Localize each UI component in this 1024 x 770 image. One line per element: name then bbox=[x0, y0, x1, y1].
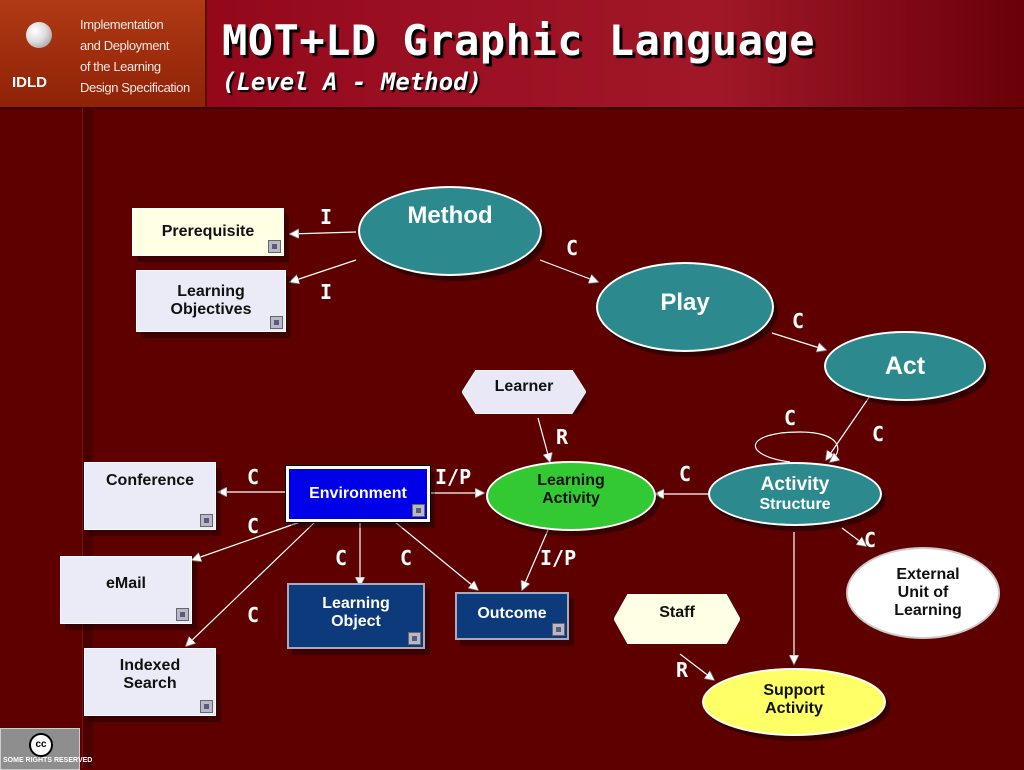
link-label-c: C bbox=[247, 465, 260, 489]
indexed-search-label: Search bbox=[123, 675, 177, 692]
play-node[interactable]: Play bbox=[596, 262, 774, 352]
header-bar: IDLD Implementation and Deployment of th… bbox=[0, 0, 1024, 109]
link-label-ip: I/P bbox=[435, 465, 472, 489]
link-label-r: R bbox=[556, 425, 569, 449]
prerequisite-resource-icon bbox=[268, 240, 281, 253]
staff-label: Staff bbox=[659, 604, 695, 621]
external-unit-label: External bbox=[896, 566, 960, 583]
external-unit-node[interactable]: External Unit of Learning bbox=[846, 547, 1000, 639]
support-activity-label: Activity bbox=[765, 700, 823, 717]
outcome-box[interactable]: Outcome bbox=[455, 592, 569, 640]
email-box[interactable]: eMail bbox=[60, 556, 192, 624]
external-unit-label: Unit of bbox=[897, 584, 949, 601]
edge-method-objectives bbox=[290, 259, 357, 282]
logo-line: and Deployment bbox=[80, 38, 170, 53]
learning-object-label: Object bbox=[331, 613, 381, 630]
conference-box[interactable]: Conference bbox=[84, 462, 216, 530]
slide-title: MOT+LD Graphic Language bbox=[222, 16, 816, 65]
logo-line: of the Learning bbox=[80, 59, 161, 74]
link-label-c: C bbox=[335, 546, 348, 570]
email-label: eMail bbox=[105, 575, 146, 592]
outcome-resource-icon bbox=[552, 623, 565, 636]
indexed-search-box[interactable]: Indexed Search bbox=[84, 648, 216, 716]
act-node[interactable]: Act bbox=[824, 331, 986, 401]
edge-method-play bbox=[539, 259, 598, 282]
conference-tool-icon bbox=[200, 514, 213, 527]
link-label-c: C bbox=[400, 546, 413, 570]
indexed-search-label: Indexed bbox=[119, 657, 181, 674]
edge-environment-indexed-search bbox=[186, 521, 316, 646]
edge-staff-support bbox=[679, 653, 714, 680]
left-divider-bar bbox=[82, 108, 93, 768]
activity-structure-label: Structure bbox=[759, 496, 831, 513]
external-unit-label: Learning bbox=[894, 602, 962, 619]
learner-label: Learner bbox=[494, 378, 554, 395]
email-envelope-icon bbox=[176, 608, 189, 621]
logo-abbrev: IDLD bbox=[12, 74, 47, 91]
creative-commons-badge[interactable]: cc SOME RIGHTS RESERVED bbox=[0, 728, 92, 770]
cc-icon: cc bbox=[29, 733, 53, 757]
logo-line: Design Specification bbox=[80, 80, 190, 95]
learning-objectives-label: Learning bbox=[177, 283, 245, 300]
logo-ball-icon bbox=[26, 22, 52, 48]
conference-label: Conference bbox=[105, 472, 195, 489]
edge-method-prerequisite bbox=[290, 232, 357, 234]
learning-object-resource-icon bbox=[408, 632, 421, 645]
edge-learning-activity-outcome bbox=[522, 529, 549, 590]
link-label-ip: I/P bbox=[540, 546, 577, 570]
edge-learner-learning-activity bbox=[537, 417, 550, 462]
idld-logo: IDLD Implementation and Deployment of th… bbox=[0, 0, 207, 107]
link-label-c: C bbox=[864, 528, 877, 552]
prerequisite-label: Prerequisite bbox=[161, 223, 255, 240]
environment-label: Environment bbox=[309, 485, 407, 502]
link-label-c: C bbox=[679, 462, 692, 486]
environment-resource-icon bbox=[412, 504, 425, 517]
staff-hex-shape bbox=[614, 594, 740, 644]
link-label-i: I bbox=[320, 205, 333, 229]
method-node[interactable]: Method bbox=[358, 186, 542, 276]
learning-objectives-resource-icon bbox=[270, 316, 283, 329]
edge-activity-structure-loop bbox=[755, 431, 837, 462]
logo-text: Implementation and Deployment of the Lea… bbox=[80, 14, 190, 98]
learning-objectives-label: Objectives bbox=[170, 301, 252, 318]
learning-activity-label: Learning bbox=[537, 472, 605, 489]
prerequisite-box[interactable]: Prerequisite bbox=[132, 208, 284, 256]
activity-structure-node[interactable]: Activity Structure bbox=[708, 462, 882, 526]
link-label-c: C bbox=[792, 309, 805, 333]
link-label-c: C bbox=[872, 422, 885, 446]
link-label-r: R bbox=[676, 658, 689, 682]
act-label: Act bbox=[884, 351, 926, 380]
support-activity-label: Support bbox=[763, 682, 825, 699]
learning-activity-node[interactable]: Learning Activity bbox=[486, 461, 656, 531]
staff-node[interactable]: Staff bbox=[614, 594, 740, 644]
learner-node[interactable]: Learner bbox=[462, 370, 586, 414]
logo-line: Implementation bbox=[80, 17, 164, 32]
link-label-c: C bbox=[247, 603, 260, 627]
support-activity-node[interactable]: Support Activity bbox=[702, 668, 886, 736]
slide-subtitle: (Level A - Method) bbox=[222, 68, 483, 96]
activity-structure-label: Activity bbox=[760, 474, 830, 495]
play-label: Play bbox=[660, 289, 710, 316]
method-label: Method bbox=[407, 202, 493, 229]
outcome-label: Outcome bbox=[477, 605, 547, 622]
learner-hex-shape bbox=[462, 370, 586, 414]
learning-object-label: Learning bbox=[322, 595, 390, 612]
learning-object-box[interactable]: Learning Object bbox=[287, 583, 425, 649]
link-label-i: I bbox=[320, 280, 333, 304]
edge-environment-email bbox=[192, 521, 301, 560]
cc-text: SOME RIGHTS RESERVED bbox=[3, 757, 93, 764]
learning-activity-label: Activity bbox=[542, 490, 600, 507]
edge-act-activity-structure bbox=[826, 395, 871, 460]
edge-play-act bbox=[771, 332, 826, 350]
environment-box[interactable]: Environment bbox=[285, 465, 431, 523]
link-label-c: C bbox=[247, 514, 260, 538]
indexed-search-tool-icon bbox=[200, 700, 213, 713]
link-label-c: C bbox=[566, 236, 579, 260]
learning-objectives-box[interactable]: Learning Objectives bbox=[136, 270, 286, 332]
edge-activity-structure-external bbox=[841, 527, 866, 546]
edge-environment-outcome bbox=[394, 521, 478, 590]
link-label-c: C bbox=[784, 406, 797, 430]
